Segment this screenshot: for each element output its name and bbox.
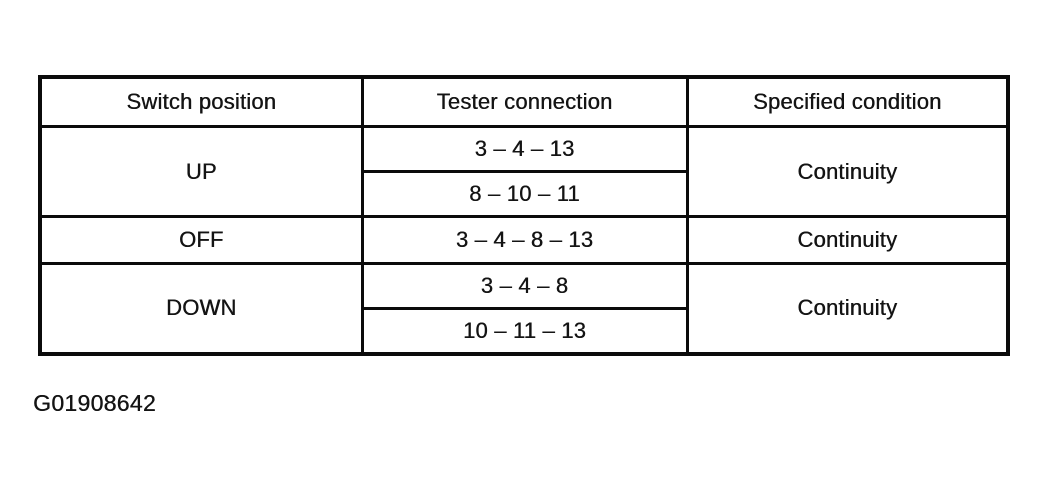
- cell-switch-position-up: UP: [38, 125, 364, 218]
- cell-connection-off: 3 – 4 – 8 – 13: [360, 215, 689, 265]
- table-row-down-2: 10 – 11 – 13: [40, 307, 1008, 355]
- cell-condition-off: Continuity: [685, 215, 1010, 265]
- col-header-specified-condition: Specified condition: [685, 75, 1010, 128]
- table-header-row: Switch position Tester connection Specif…: [38, 75, 1010, 128]
- cell-connection-up-2: 8 – 10 – 11: [360, 170, 689, 218]
- cell-switch-position-down: DOWN: [38, 262, 364, 355]
- cell-connection-down-2: 10 – 11 – 13: [360, 307, 689, 355]
- col-header-tester-connection: Tester connection: [360, 75, 689, 128]
- cell-connection-up-1: 3 – 4 – 13: [360, 125, 689, 173]
- table-row-up-2: 8 – 10 – 11: [40, 170, 1008, 218]
- table-row-off: OFF 3 – 4 – 8 – 13 Continuity: [38, 215, 1010, 265]
- figure-id: G01908642: [33, 390, 156, 416]
- cell-condition-down: Continuity: [685, 262, 1010, 355]
- cell-switch-position-off: OFF: [38, 215, 364, 265]
- col-header-switch-position: Switch position: [38, 75, 364, 128]
- cell-condition-up: Continuity: [685, 125, 1010, 218]
- cell-connection-down-1: 3 – 4 – 8: [360, 262, 689, 310]
- switch-continuity-table: Switch position Tester connection Specif…: [38, 75, 1010, 356]
- table-row-down-1: DOWN 3 – 4 – 8 Continuity: [38, 262, 1010, 355]
- table-row-up-1: UP 3 – 4 – 13 Continuity: [38, 125, 1010, 218]
